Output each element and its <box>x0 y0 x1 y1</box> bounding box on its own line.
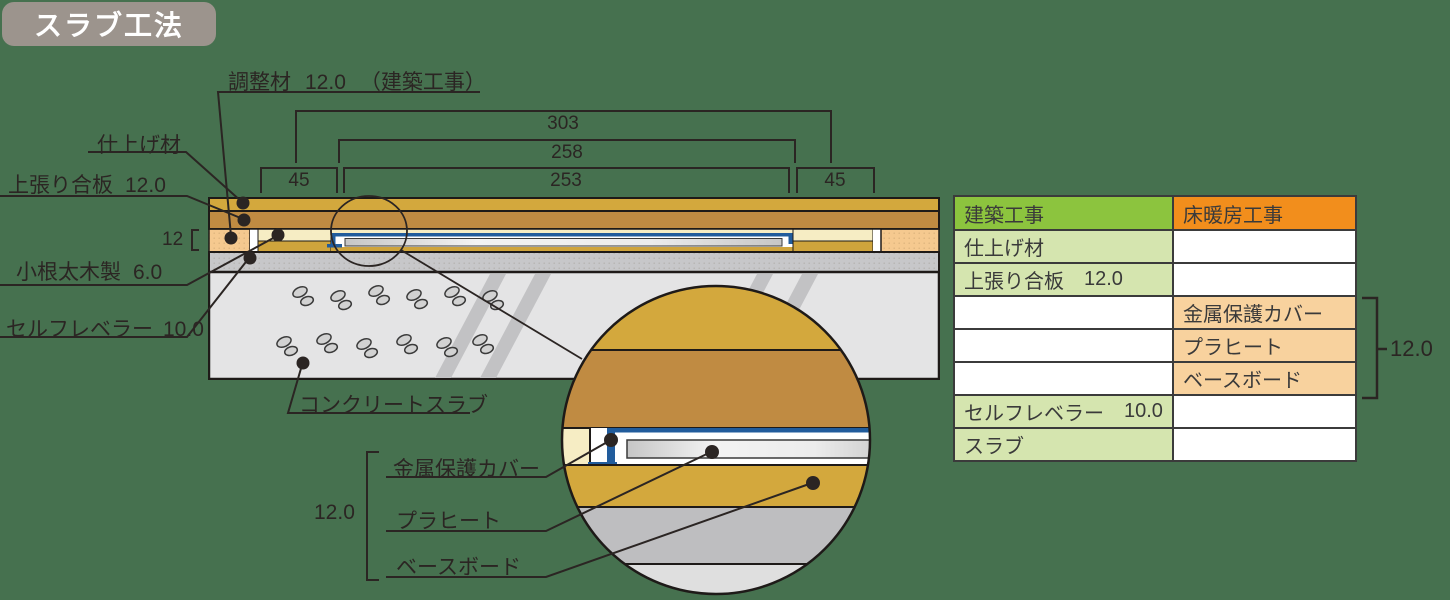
dim-inner: 258 <box>551 142 583 163</box>
detail-sleeper-block <box>562 427 591 466</box>
label-finish: 仕上げ材 <box>97 134 181 157</box>
label-plaheat: プラヒート <box>396 510 501 533</box>
sleeper-strip-right <box>792 228 874 242</box>
label-baseboard: ベースボード <box>396 556 521 579</box>
table-row: スラブ <box>953 427 1357 462</box>
detail-metal-cover-left <box>607 428 615 464</box>
header-floor-heating: 床暖房工事 <box>1172 195 1357 231</box>
detail-baseboard-band <box>562 464 870 508</box>
metal-cover-top <box>331 233 793 237</box>
detail-leveler-band <box>562 506 870 565</box>
label-leveler: セルフレベラー 10.0 <box>6 318 204 341</box>
leader-plywood <box>0 195 244 220</box>
sleeper-strip-left <box>257 228 332 242</box>
detail-magnified-circle <box>560 284 872 596</box>
detail-concrete-band <box>562 563 870 594</box>
header-construction: 建築工事 <box>953 195 1174 231</box>
label-concrete-slab: コンクリートスラブ <box>299 394 488 417</box>
detail-thickness-bracket <box>366 451 379 581</box>
table-row: プラヒート <box>953 328 1357 363</box>
detail-metal-cover-top <box>607 428 870 433</box>
dim-right: 45 <box>824 170 846 191</box>
dim-center: 253 <box>550 170 582 191</box>
label-plywood: 上張り合板 12.0 <box>8 174 166 197</box>
table-row: 金属保護カバー <box>953 295 1357 330</box>
detail-heating-panel <box>626 439 870 459</box>
label-panel-thickness: 12 <box>162 229 184 250</box>
layer-plywood <box>208 210 940 230</box>
label-metal-cover: 金属保護カバー <box>393 458 540 481</box>
title-badge: スラブ工法 <box>2 2 216 46</box>
table-row: ベースボード <box>953 361 1357 396</box>
label-detail-thickness: 12.0 <box>314 501 355 524</box>
label-sleeper: 小根太木製 6.0 <box>16 261 163 284</box>
heating-panel <box>344 238 783 247</box>
table-header-row: 建築工事 床暖房工事 <box>953 195 1357 231</box>
title-badge-label: スラブ工法 <box>33 10 184 41</box>
metal-cover-right <box>788 233 793 244</box>
table-bracket-value: 12.0 <box>1390 336 1433 361</box>
dim-total: 303 <box>547 113 579 134</box>
label-adjuster: 調整材 12.0 （建築工事） <box>228 71 486 94</box>
table-row: 仕上げ材 <box>953 229 1357 264</box>
table-thickness-bracket <box>1362 296 1387 400</box>
layer-finish-material <box>208 197 940 212</box>
detail-plywood-band <box>562 349 870 429</box>
panel-thickness-bracket <box>191 229 199 251</box>
detail-finish-band <box>562 286 870 350</box>
dim-left: 45 <box>288 170 310 191</box>
